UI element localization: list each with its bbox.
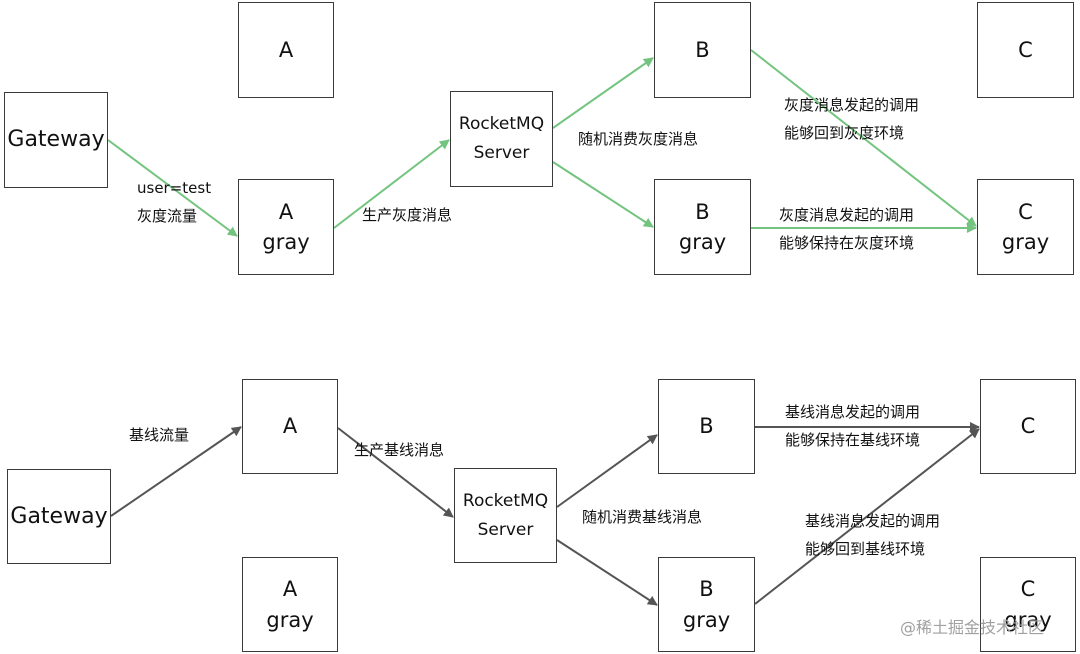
- label-line: 基线消息发起的调用: [785, 403, 921, 421]
- bottom-b-node: B: [658, 379, 755, 474]
- top-gateway-node: Gateway: [4, 92, 108, 188]
- label-line: 基线流量: [129, 426, 190, 444]
- node-label: gray: [266, 607, 314, 632]
- top-a-node: A: [238, 2, 334, 98]
- node-label: RocketMQ: [458, 114, 545, 135]
- top-c-gray-node: C gray: [977, 179, 1074, 275]
- arrow-b-to-c-gray: [750, 49, 977, 227]
- label-consume-gray-message: 随机消费灰度消息: [578, 125, 698, 153]
- label-line: 生产灰度消息: [362, 206, 453, 224]
- label-line: user=test: [137, 179, 212, 197]
- arrow-mq-to-b-gray-bottom: [556, 539, 658, 606]
- label-produce-gray-message: 生产灰度消息: [362, 201, 452, 229]
- top-rocketmq-server-node: RocketMQ Server: [450, 91, 553, 187]
- label-line: 能够保持在灰度环境: [779, 234, 915, 252]
- bottom-gateway-node: Gateway: [7, 469, 111, 564]
- label-line: 能够保持在基线环境: [785, 431, 921, 449]
- label-line: 灰度消息发起的调用: [784, 96, 920, 114]
- bottom-c-node: C: [980, 379, 1076, 474]
- arrow-gateway-to-a: [110, 426, 242, 517]
- label-baseline-traffic: 基线流量: [129, 421, 189, 449]
- node-label: A: [282, 577, 298, 602]
- node-label: C: [1020, 414, 1036, 439]
- top-a-gray-node: A gray: [238, 179, 334, 275]
- bottom-b-gray-node: B gray: [658, 557, 755, 652]
- node-label: B: [699, 414, 714, 439]
- node-label: RocketMQ: [462, 490, 549, 511]
- node-label: Server: [473, 143, 530, 163]
- arrow-mq-to-b-bottom: [556, 434, 658, 508]
- arrow-b-gray-to-c: [754, 428, 980, 605]
- arrow-mq-to-b-gray: [552, 161, 654, 228]
- top-c-node: C: [977, 2, 1074, 98]
- node-label: Gateway: [7, 127, 105, 153]
- node-label: gray: [678, 230, 727, 254]
- node-label: A: [282, 414, 298, 439]
- node-label: A: [278, 37, 294, 62]
- label-line: 灰度流量: [137, 207, 198, 225]
- node-label: C: [1020, 577, 1036, 602]
- label-line: 能够回到基线环境: [805, 540, 926, 558]
- arrow-gateway-to-a-gray: [107, 139, 238, 237]
- bottom-a-node: A: [242, 379, 338, 474]
- bottom-c-gray-node: C gray: [980, 557, 1076, 652]
- arrow-a-to-mq: [337, 427, 454, 518]
- label-line: 随机消费基线消息: [582, 508, 703, 526]
- node-label: B: [695, 37, 710, 62]
- arrow-a-gray-to-mq: [333, 139, 450, 229]
- node-label: gray: [682, 607, 731, 632]
- label-line: 生产基线消息: [354, 441, 445, 459]
- bottom-a-gray-node: A gray: [242, 557, 338, 652]
- node-label: B: [699, 577, 714, 602]
- node-label: gray: [262, 230, 310, 254]
- node-label: C: [1018, 37, 1033, 62]
- node-label: gray: [1001, 230, 1050, 254]
- node-label: A: [278, 199, 294, 224]
- label-produce-baseline-message: 生产基线消息: [354, 436, 444, 464]
- label-baseline-call-stays: 基线消息发起的调用 能够保持在基线环境: [785, 398, 920, 454]
- node-label: Server: [477, 519, 534, 540]
- node-label: gray: [1004, 607, 1052, 632]
- bottom-rocketmq-server-node: RocketMQ Server: [454, 468, 557, 563]
- label-baseline-call-returns: 基线消息发起的调用 能够回到基线环境: [805, 507, 940, 563]
- arrow-mq-to-b: [552, 57, 654, 129]
- node-label: Gateway: [10, 503, 108, 529]
- node-label: C: [1018, 199, 1033, 224]
- label-line: 随机消费灰度消息: [578, 130, 699, 148]
- label-gray-traffic: user=test 灰度流量: [137, 174, 211, 230]
- node-label: B: [695, 199, 710, 224]
- label-line: 基线消息发起的调用: [805, 512, 941, 530]
- label-gray-call-returns: 灰度消息发起的调用 能够回到灰度环境: [784, 91, 919, 147]
- top-b-gray-node: B gray: [654, 179, 751, 275]
- top-b-node: B: [654, 2, 751, 98]
- label-line: 能够回到灰度环境: [784, 124, 905, 142]
- watermark: @稀土掘金技术社区: [900, 618, 1045, 637]
- label-line: 灰度消息发起的调用: [779, 206, 915, 224]
- label-consume-baseline-message: 随机消费基线消息: [582, 503, 702, 531]
- label-gray-call-stays: 灰度消息发起的调用 能够保持在灰度环境: [779, 201, 914, 257]
